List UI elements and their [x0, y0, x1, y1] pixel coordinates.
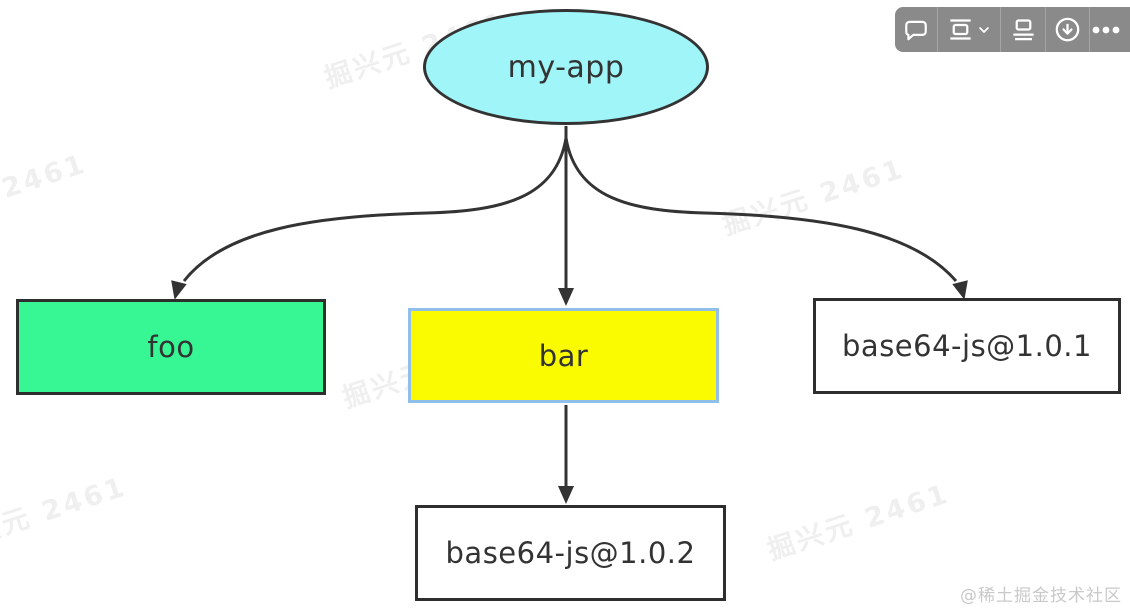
- node-bar-label: bar: [538, 338, 589, 373]
- node-foo[interactable]: foo: [16, 299, 326, 395]
- download-button[interactable]: [1046, 7, 1090, 52]
- floating-toolbar: [895, 7, 1130, 52]
- comment-button[interactable]: [895, 7, 938, 52]
- edge-myapp-bar: [558, 126, 574, 306]
- node-foo-label: foo: [147, 330, 195, 364]
- spacing-button[interactable]: [938, 7, 1002, 52]
- comment-icon: [905, 20, 927, 40]
- node-base64-js-1-0-1-label: base64-js@1.0.1: [842, 329, 1092, 363]
- node-base64-js-1-0-2-label: base64-js@1.0.2: [445, 536, 696, 570]
- vertical-spacing-icon: [950, 19, 971, 40]
- node-bar[interactable]: bar: [408, 308, 719, 403]
- align-top-icon: [1013, 19, 1034, 41]
- node-base64-js-1-0-2[interactable]: base64-js@1.0.2: [415, 505, 726, 601]
- node-base64-js-1-0-1[interactable]: base64-js@1.0.1: [813, 298, 1121, 394]
- download-icon: [1055, 17, 1080, 42]
- node-my-app[interactable]: my-app: [423, 9, 709, 125]
- edge-bar-base64v102: [558, 405, 574, 504]
- node-my-app-label: my-app: [507, 49, 625, 85]
- more-dots-icon: [1092, 26, 1120, 33]
- more-button[interactable]: [1090, 7, 1130, 52]
- edge-myapp-foo: [171, 137, 568, 300]
- chevron-down-icon: [978, 26, 989, 33]
- align-top-button[interactable]: [1001, 7, 1047, 52]
- community-credit-watermark: @稀土掘金技术社区: [960, 586, 1122, 606]
- edge-myapp-base64v101: [564, 137, 968, 300]
